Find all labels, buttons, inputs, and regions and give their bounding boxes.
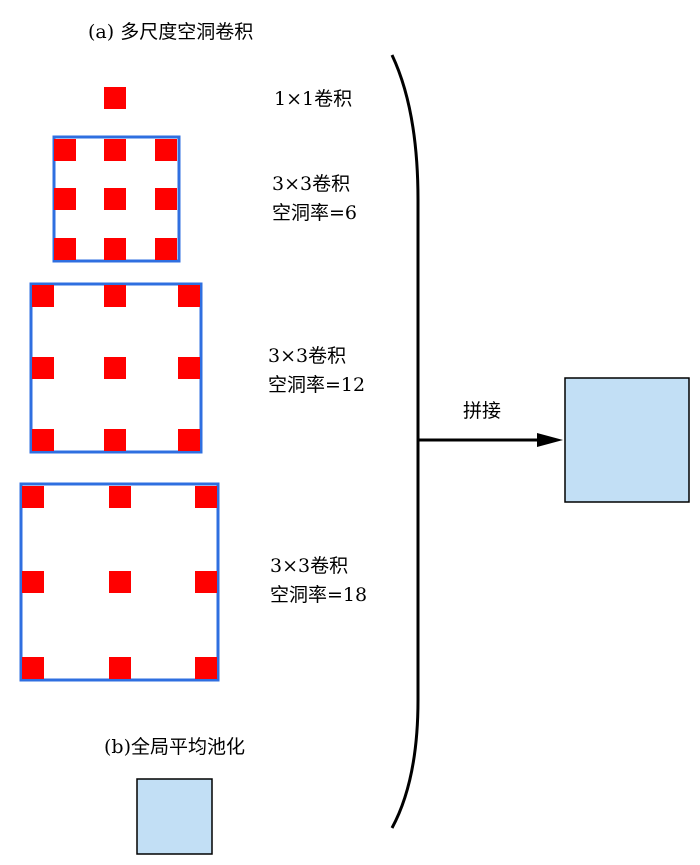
concat-label: 拼接 bbox=[463, 400, 501, 422]
kernel-dot bbox=[22, 571, 44, 593]
branch-rate12-kernel bbox=[29, 282, 203, 454]
branch-rate18-kernel bbox=[19, 482, 220, 682]
section-b-title: (b)全局平均池化 bbox=[104, 736, 245, 758]
branch-1-label-line1: 1×1卷积 bbox=[274, 88, 352, 110]
kernel-dot bbox=[32, 285, 54, 307]
kernel-dot bbox=[104, 87, 126, 109]
kernel-dot bbox=[22, 486, 44, 508]
kernel-dot bbox=[104, 238, 126, 260]
section-a-title: (a) 多尺度空洞卷积 bbox=[88, 21, 253, 43]
kernel-dot bbox=[195, 571, 217, 593]
output-feature-box bbox=[564, 377, 690, 503]
kernel-dot bbox=[104, 357, 126, 379]
kernel-dot bbox=[54, 188, 76, 210]
kernel-dot bbox=[195, 486, 217, 508]
branch-3-label-line2: 空洞率=12 bbox=[268, 374, 365, 396]
branch-3-label-line1: 3×3卷积 bbox=[268, 345, 346, 367]
kernel-dot bbox=[178, 429, 200, 451]
kernel-dot bbox=[195, 657, 217, 679]
kernel-dot bbox=[54, 139, 76, 161]
kernel-dot bbox=[54, 238, 76, 260]
kernel-dot bbox=[178, 357, 200, 379]
kernel-dot bbox=[104, 139, 126, 161]
concat-bracket bbox=[390, 54, 420, 829]
branch-2-label-line1: 3×3卷积 bbox=[272, 173, 350, 195]
branch-1x1-kernel bbox=[104, 87, 126, 109]
kernel-dot bbox=[155, 139, 177, 161]
arrow-head-icon bbox=[537, 433, 563, 447]
branch-rate6-kernel bbox=[52, 135, 181, 263]
kernel-dot bbox=[104, 285, 126, 307]
pooled-feature-box bbox=[136, 778, 213, 855]
kernel-dot bbox=[178, 285, 200, 307]
branch-4-label-line2: 空洞率=18 bbox=[270, 584, 367, 606]
kernel-dot bbox=[32, 429, 54, 451]
kernel-dot bbox=[104, 188, 126, 210]
kernel-dot bbox=[155, 188, 177, 210]
kernel-dot bbox=[109, 486, 131, 508]
kernel-dot bbox=[22, 657, 44, 679]
kernel-dot bbox=[155, 238, 177, 260]
kernel-dot bbox=[32, 357, 54, 379]
branch-4-label-line1: 3×3卷积 bbox=[270, 555, 348, 577]
kernel-dot bbox=[104, 429, 126, 451]
branch-2-label-line2: 空洞率=6 bbox=[272, 202, 357, 224]
kernel-dot bbox=[109, 571, 131, 593]
kernel-dot bbox=[109, 657, 131, 679]
